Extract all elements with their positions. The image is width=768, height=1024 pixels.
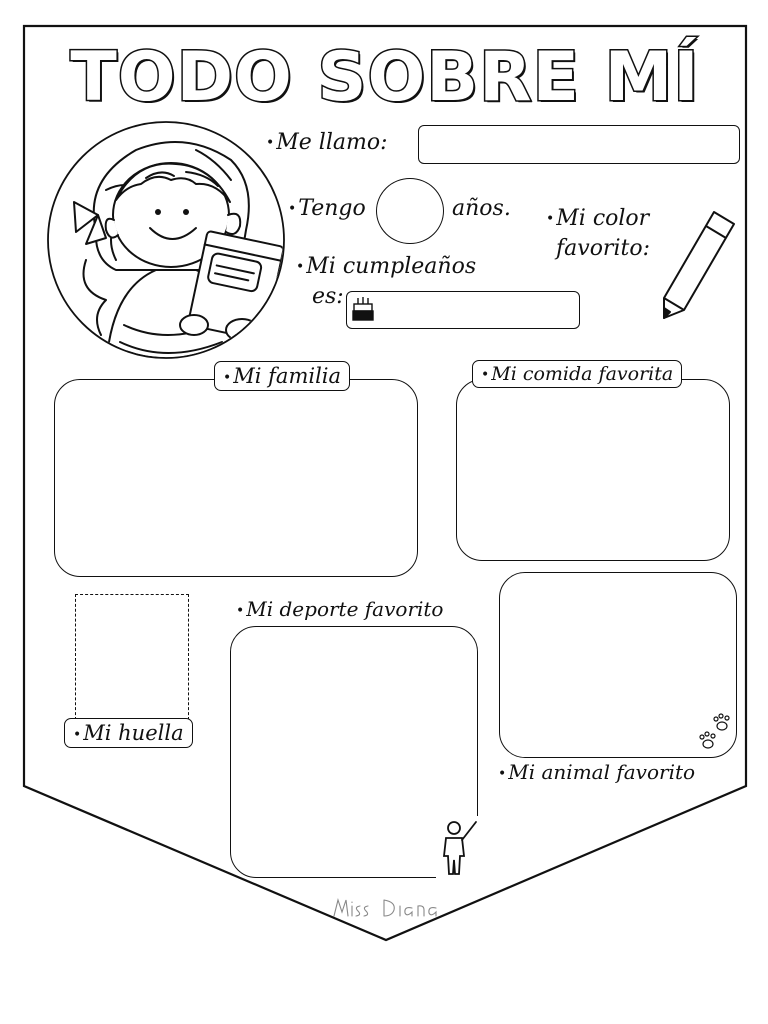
- birthday-field[interactable]: [346, 291, 580, 329]
- sport-label: •Mi deporte favorito: [236, 597, 444, 621]
- signature-watermark: [333, 898, 437, 917]
- pencil-icon: [663, 211, 735, 319]
- color-label: •Mi color: [546, 206, 650, 231]
- family-box[interactable]: [54, 379, 418, 577]
- fingerprint-box[interactable]: [75, 594, 189, 720]
- fingerprint-tag: •Mi huella: [64, 718, 193, 748]
- birthday-label: •Mi cumpleaños: [296, 254, 477, 279]
- age-label-after: años.: [452, 196, 511, 221]
- birthday-label-es: es:: [312, 284, 344, 309]
- birthday-cake-icon: [352, 297, 374, 321]
- food-box[interactable]: [456, 379, 730, 561]
- age-field[interactable]: [376, 178, 444, 244]
- family-tag: •Mi familia: [214, 361, 351, 391]
- stick-figure-pointing-icon: [436, 816, 482, 878]
- color-label-favorito: favorito:: [556, 236, 650, 261]
- name-label: •Me llamo:: [266, 130, 388, 155]
- age-label-before: •Tengo: [288, 196, 366, 221]
- animal-label: •Mi animal favorito: [498, 760, 696, 784]
- page-title: TODO SOBRE MÍ: [69, 37, 700, 119]
- animal-box[interactable]: [499, 572, 737, 758]
- paw-prints-icon: [699, 713, 730, 749]
- name-field[interactable]: [418, 125, 740, 164]
- food-tag: •Mi comida favorita: [472, 360, 683, 388]
- girl-with-notebook-icon: [47, 121, 285, 359]
